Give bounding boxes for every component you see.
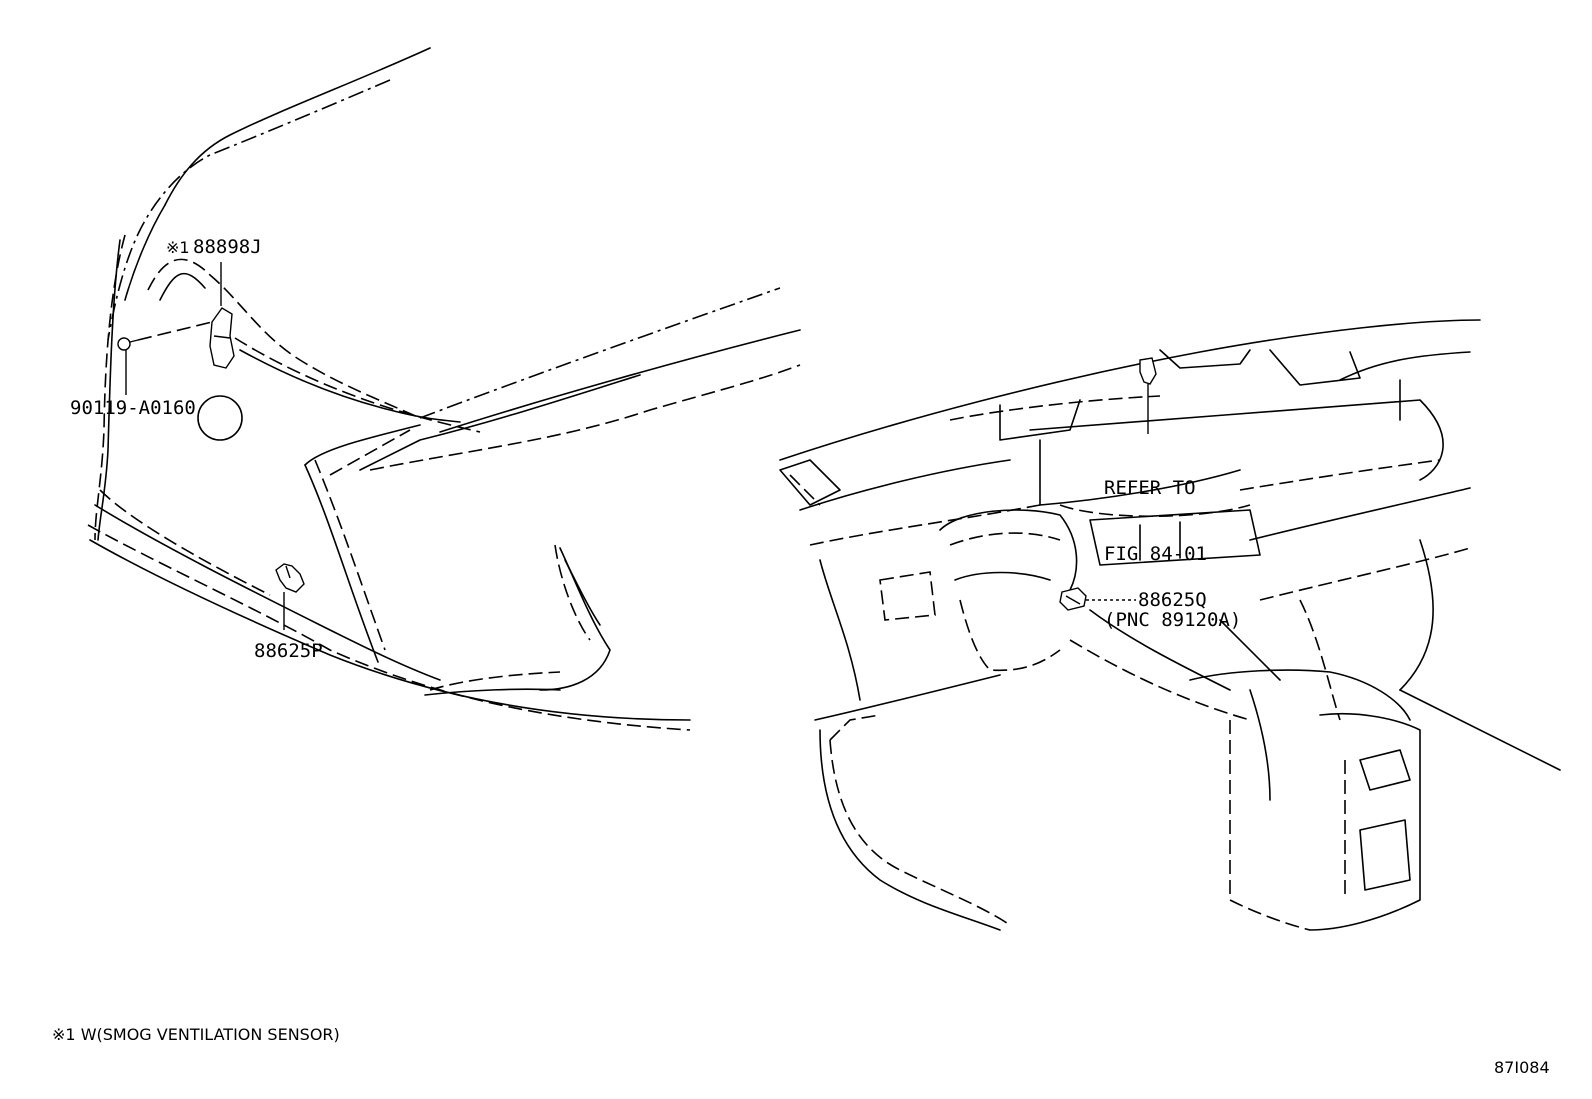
footnote: ※1 W(SMOG VENTILATION SENSOR) <box>52 1027 340 1043</box>
instrument-panel-drawing <box>779 319 1561 931</box>
part-label-88625Q[interactable]: 88625Q <box>1138 589 1207 611</box>
sensor-mark-label: ※1 <box>166 238 190 257</box>
refer-line-3: (PNC 89120A) <box>1104 609 1242 631</box>
figure-id: 87I084 <box>1494 1058 1550 1077</box>
part-label-88898J[interactable]: 88898J <box>193 236 262 258</box>
footnote-mark: ※1 <box>52 1025 76 1044</box>
refer-line-1: REFER TO <box>1104 477 1196 499</box>
footnote-text: W(SMOG VENTILATION SENSOR) <box>80 1025 340 1044</box>
refer-note[interactable]: REFER TO FIG 84-01 (PNC 89120A) <box>1104 433 1241 675</box>
refer-line-2: FIG 84-01 <box>1104 543 1207 565</box>
part-label-88625P[interactable]: 88625P <box>254 640 323 662</box>
part-label-90119-A0160[interactable]: 90119-A0160 <box>70 397 196 419</box>
front-bumper-drawing <box>87 47 801 731</box>
